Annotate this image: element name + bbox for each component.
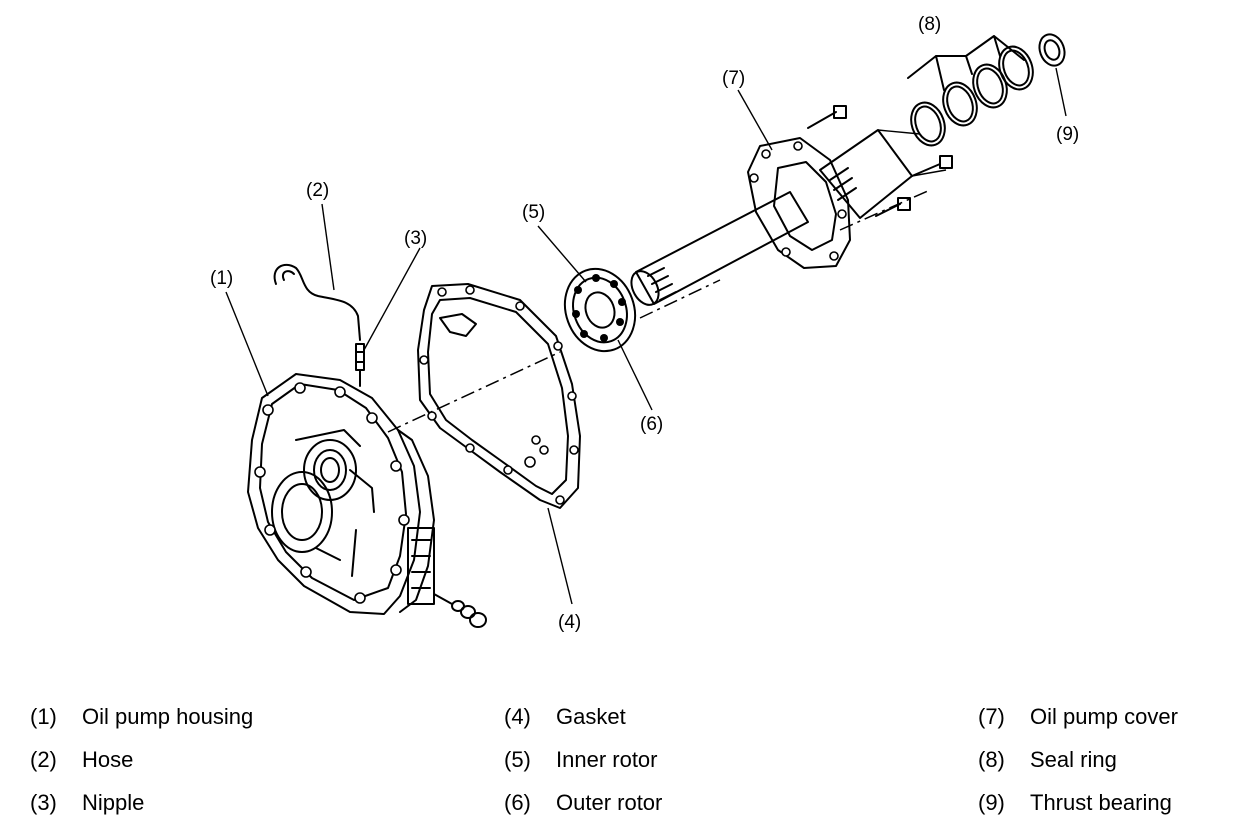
legend-item: (9) Thrust bearing [978, 790, 1172, 816]
callout-9: (9) [1056, 124, 1079, 145]
legend-number: (7) [978, 704, 1005, 729]
legend-item: (2) Hose [30, 747, 133, 773]
rotor-assembly-part [563, 267, 637, 353]
callout-8: (8) [918, 14, 941, 35]
legend-text: Gasket [556, 704, 626, 729]
callout-1: (1) [210, 268, 233, 289]
legend-number: (1) [30, 704, 57, 729]
legend-number: (9) [978, 790, 1005, 815]
seal-rings-part [907, 35, 1034, 147]
gasket-part [417, 283, 581, 509]
callout-3: (3) [404, 228, 427, 249]
legend-text: Nipple [82, 790, 145, 815]
callout-2: (2) [306, 180, 329, 201]
oil-pump-housing-part [247, 373, 487, 628]
callout-6: (6) [640, 414, 663, 435]
hose-part [273, 263, 361, 341]
legend-item: (1) Oil pump housing [30, 704, 253, 730]
legend-number: (6) [504, 790, 531, 815]
legend-text: Inner rotor [556, 747, 658, 772]
thrust-bearing-part [1038, 33, 1066, 67]
callout-7: (7) [722, 68, 745, 89]
legend-number: (8) [978, 747, 1005, 772]
legend-text: Outer rotor [556, 790, 663, 815]
callout-4: (4) [558, 612, 581, 633]
legend-text: Oil pump cover [1030, 704, 1178, 729]
nipple-part [355, 343, 365, 387]
legend-number: (2) [30, 747, 57, 772]
center-axis-line [387, 189, 931, 433]
legend-item: (4) Gasket [504, 704, 626, 730]
legend-number: (3) [30, 790, 57, 815]
legend-item: (3) Nipple [30, 790, 144, 816]
callout-5: (5) [522, 202, 545, 223]
legend-text: Thrust bearing [1030, 790, 1172, 815]
legend-number: (4) [504, 704, 531, 729]
legend-item: (7) Oil pump cover [978, 704, 1178, 730]
legend-item: (8) Seal ring [978, 747, 1117, 773]
oil-pump-cover-part [630, 105, 953, 306]
legend-item: (6) Outer rotor [504, 790, 662, 816]
leader-lines [225, 67, 1067, 605]
legend-number: (5) [504, 747, 531, 772]
exploded-view-diagram: (1) (2) (3) (4) (5) (6) (7) (8) (9) [210, 14, 1079, 633]
legend-text: Oil pump housing [82, 704, 254, 729]
legend-item: (5) Inner rotor [504, 747, 658, 773]
legend-text: Hose [82, 747, 134, 772]
legend-text: Seal ring [1030, 747, 1117, 772]
parts-legend: (1) Oil pump housing (2) Hose (3) Nipple (4… [0, 688, 1248, 834]
